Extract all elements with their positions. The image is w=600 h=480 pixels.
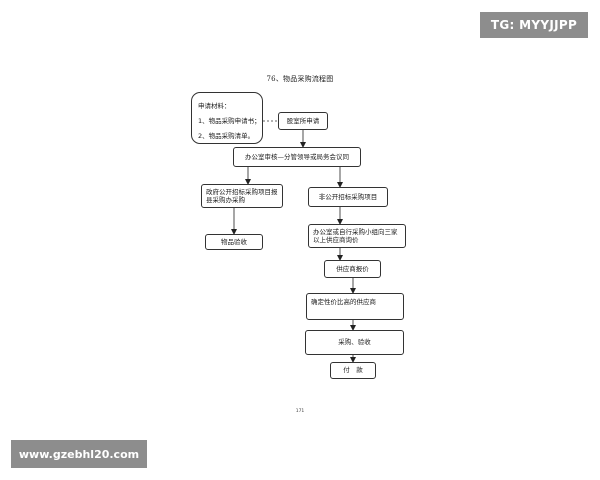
step-dept-apply: 股室所申请 — [278, 112, 328, 130]
step-office-review: 办公室审核—分管领导或局务会议同 — [233, 147, 361, 167]
note-line-1: 1、物品采购申请书； — [198, 117, 261, 125]
step-choose-supplier: 确定性价比高的供应商 — [306, 293, 404, 320]
note-line-2: 2、物品采购清单。 — [198, 132, 255, 140]
application-materials-note: 申请材料： 1、物品采购申请书； 2、物品采购清单。 — [191, 92, 263, 144]
diagram-title: 76、物品采购流程图 — [266, 75, 334, 83]
step-non-tender: 非公开招标采购项目 — [308, 187, 388, 207]
watermark-telegram: TG: MYYJJPP — [480, 12, 588, 38]
step-goods-accept: 物品验收 — [205, 234, 263, 250]
step-self-group-inquiry: 办公室或自行采购小组向三家以上供应商询价 — [308, 224, 406, 248]
page-number: 171 — [295, 409, 305, 414]
step-gov-tender: 政府公开招标采购项目报县采购办采购 — [201, 184, 283, 208]
watermark-website: www.gzebhl20.com — [11, 440, 147, 468]
step-payment: 付 款 — [330, 362, 376, 379]
step-supplier-quote: 供应商报价 — [324, 260, 381, 278]
note-heading: 申请材料： — [198, 102, 231, 110]
step-purchase-accept: 采购、验收 — [305, 330, 404, 355]
